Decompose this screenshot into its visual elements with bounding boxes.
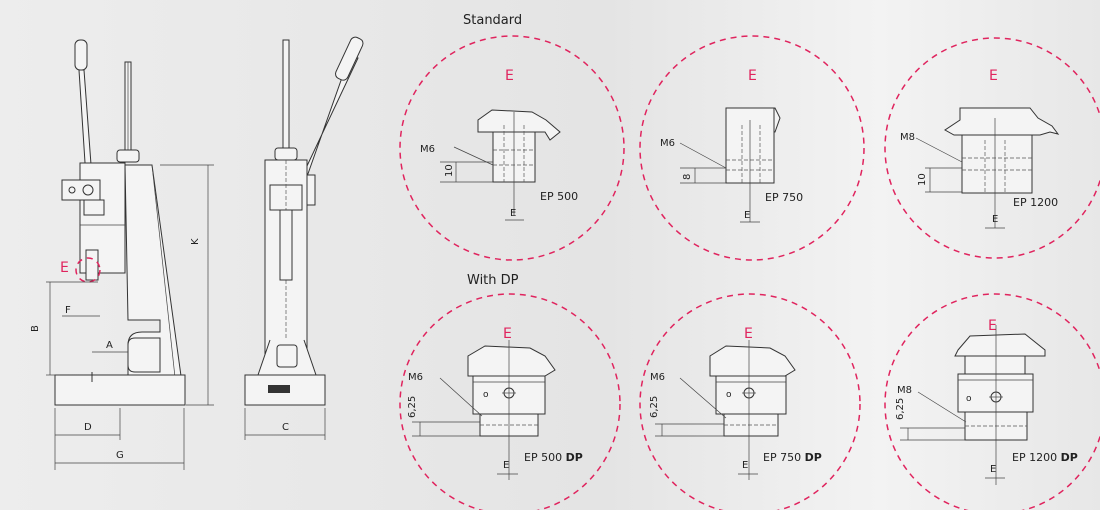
detail-marker: E bbox=[505, 68, 514, 84]
svg-text:o: o bbox=[966, 394, 972, 404]
detail-model: EP 500 bbox=[540, 190, 578, 203]
detail-thread: M8 bbox=[900, 132, 915, 143]
dim-g: G bbox=[116, 450, 124, 461]
svg-text:EP 750 DP: EP 750 DP bbox=[763, 451, 822, 464]
detail-model: EP 750 bbox=[765, 191, 803, 204]
detail-ep1200: E 10 M8 E EP 1200 bbox=[884, 37, 1100, 259]
detail-height: 10 bbox=[917, 173, 928, 186]
detail-width: E bbox=[990, 464, 996, 475]
detail-ep500: E 10 M6 E EP 500 bbox=[399, 35, 625, 261]
detail-ep500-dp: E o 6,25 M6 E EP 500 DP bbox=[399, 293, 621, 510]
detail-ep750: E 8 M6 E EP 750 bbox=[639, 35, 865, 261]
svg-text:o: o bbox=[726, 390, 732, 400]
pivot-pin bbox=[82, 184, 94, 196]
detail-width: E bbox=[992, 214, 998, 225]
detail-model: EP 1200 bbox=[1012, 451, 1057, 464]
detail-height: 6,25 bbox=[895, 398, 906, 420]
detail-e-marker bbox=[75, 257, 101, 283]
detail-dp-suffix: DP bbox=[1061, 451, 1078, 464]
detail-ep750-dp: E o 6,25 M6 E EP 750 DP bbox=[639, 293, 861, 510]
side-rack-rod bbox=[282, 39, 290, 156]
svg-text:EP 1200 DP: EP 1200 DP bbox=[1012, 451, 1078, 464]
detail-height: 6,25 bbox=[407, 396, 418, 418]
lever-block bbox=[61, 179, 101, 201]
detail-width: E bbox=[744, 210, 750, 221]
dim-f: F bbox=[65, 305, 71, 316]
standard-title: Standard bbox=[463, 13, 522, 28]
detail-thread: M6 bbox=[650, 372, 665, 383]
detail-marker: E bbox=[988, 318, 997, 334]
side-lever-grip bbox=[334, 36, 364, 81]
press-front-view: E B F A D G K bbox=[30, 39, 214, 470]
detail-height: 6,25 bbox=[649, 396, 660, 418]
detail-height: 10 bbox=[444, 164, 455, 177]
detail-height: 8 bbox=[682, 174, 693, 180]
adjust-knob bbox=[116, 149, 140, 163]
detail-width: E bbox=[503, 460, 509, 471]
detail-model: EP 500 bbox=[524, 451, 562, 464]
detail-width: E bbox=[510, 208, 516, 219]
detail-model: EP 750 bbox=[763, 451, 801, 464]
dim-k: K bbox=[190, 238, 201, 245]
detail-dp-suffix: DP bbox=[805, 451, 822, 464]
detail-e-label: E bbox=[60, 260, 69, 276]
dim-d: D bbox=[84, 422, 92, 433]
detail-marker: E bbox=[748, 68, 757, 84]
lever-grip bbox=[74, 39, 88, 71]
ram bbox=[85, 249, 99, 281]
svg-text:o: o bbox=[483, 390, 489, 400]
detail-dp-suffix: DP bbox=[566, 451, 583, 464]
detail-marker: E bbox=[744, 326, 753, 342]
dim-b: B bbox=[30, 325, 41, 332]
svg-text:EP 500 DP: EP 500 DP bbox=[524, 451, 583, 464]
detail-marker: E bbox=[503, 326, 512, 342]
dim-c: C bbox=[282, 422, 289, 433]
base-plate bbox=[54, 374, 186, 406]
detail-thread: M6 bbox=[660, 138, 675, 149]
detail-thread: M6 bbox=[420, 144, 435, 155]
with-dp-title: With DP bbox=[467, 273, 519, 288]
detail-thread: M8 bbox=[897, 385, 912, 396]
dim-a: A bbox=[106, 340, 113, 351]
detail-marker: E bbox=[989, 68, 998, 84]
press-side-view: C bbox=[244, 36, 364, 440]
detail-ep1200-dp: E o 6,25 M8 E EP 1200 DP bbox=[884, 293, 1100, 510]
detail-width: E bbox=[742, 460, 748, 471]
detail-model: EP 1200 bbox=[1013, 196, 1058, 209]
detail-thread: M6 bbox=[408, 372, 423, 383]
